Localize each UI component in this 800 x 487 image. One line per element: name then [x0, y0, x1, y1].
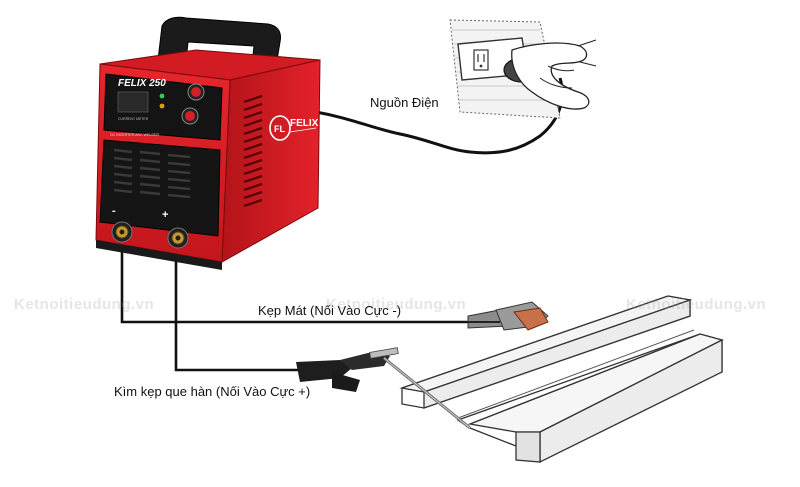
watermark: Ketnoitieudung.vn: [626, 296, 767, 313]
ground-clamp-label: Kẹp Mát (Nối Vào Cực -): [258, 303, 402, 318]
model-label: FELIX 250: [118, 78, 166, 89]
welding-machine: FL FELIX FELIX 250 CURRENT METER DC INVE…: [95, 16, 321, 270]
svg-text:FELIX: FELIX: [290, 118, 319, 129]
electrode-holder-label: Kìm kẹp que hàn (Nối Vào Cực +): [114, 384, 311, 399]
minus-terminal-sign: -: [112, 205, 116, 217]
electrode-holder-icon: [296, 347, 471, 430]
power-cable: [315, 77, 564, 155]
watermark: Ketnoitieudung.vn: [14, 296, 155, 313]
negative-terminal[interactable]: [111, 221, 133, 243]
positive-terminal[interactable]: [167, 227, 189, 249]
svg-text:DC INVERTER ARC WELDER: DC INVERTER ARC WELDER: [110, 133, 159, 137]
side-vents: [243, 94, 263, 208]
ground-clamp-icon: [467, 301, 549, 331]
brand-logo: FL FELIX: [269, 115, 319, 141]
svg-text:CURRENT METER: CURRENT METER: [118, 117, 149, 121]
power-led: [159, 93, 165, 99]
watermark: Ketnoitieudung.vn: [326, 296, 467, 313]
electrode-cable: [174, 240, 300, 372]
metal-workpiece: [399, 295, 724, 464]
current-meter-display: [117, 91, 149, 113]
current-knob[interactable]: [187, 83, 205, 101]
plus-terminal-sign: +: [162, 209, 168, 221]
ground-cable: [120, 238, 470, 324]
power-source-label: Nguồn Điện: [370, 95, 439, 110]
front-vents: [113, 148, 191, 199]
plug-hand-icon: [503, 39, 597, 110]
svg-text:FL: FL: [274, 124, 285, 134]
arc-force-knob[interactable]: [181, 107, 199, 125]
warning-led: [159, 103, 165, 109]
